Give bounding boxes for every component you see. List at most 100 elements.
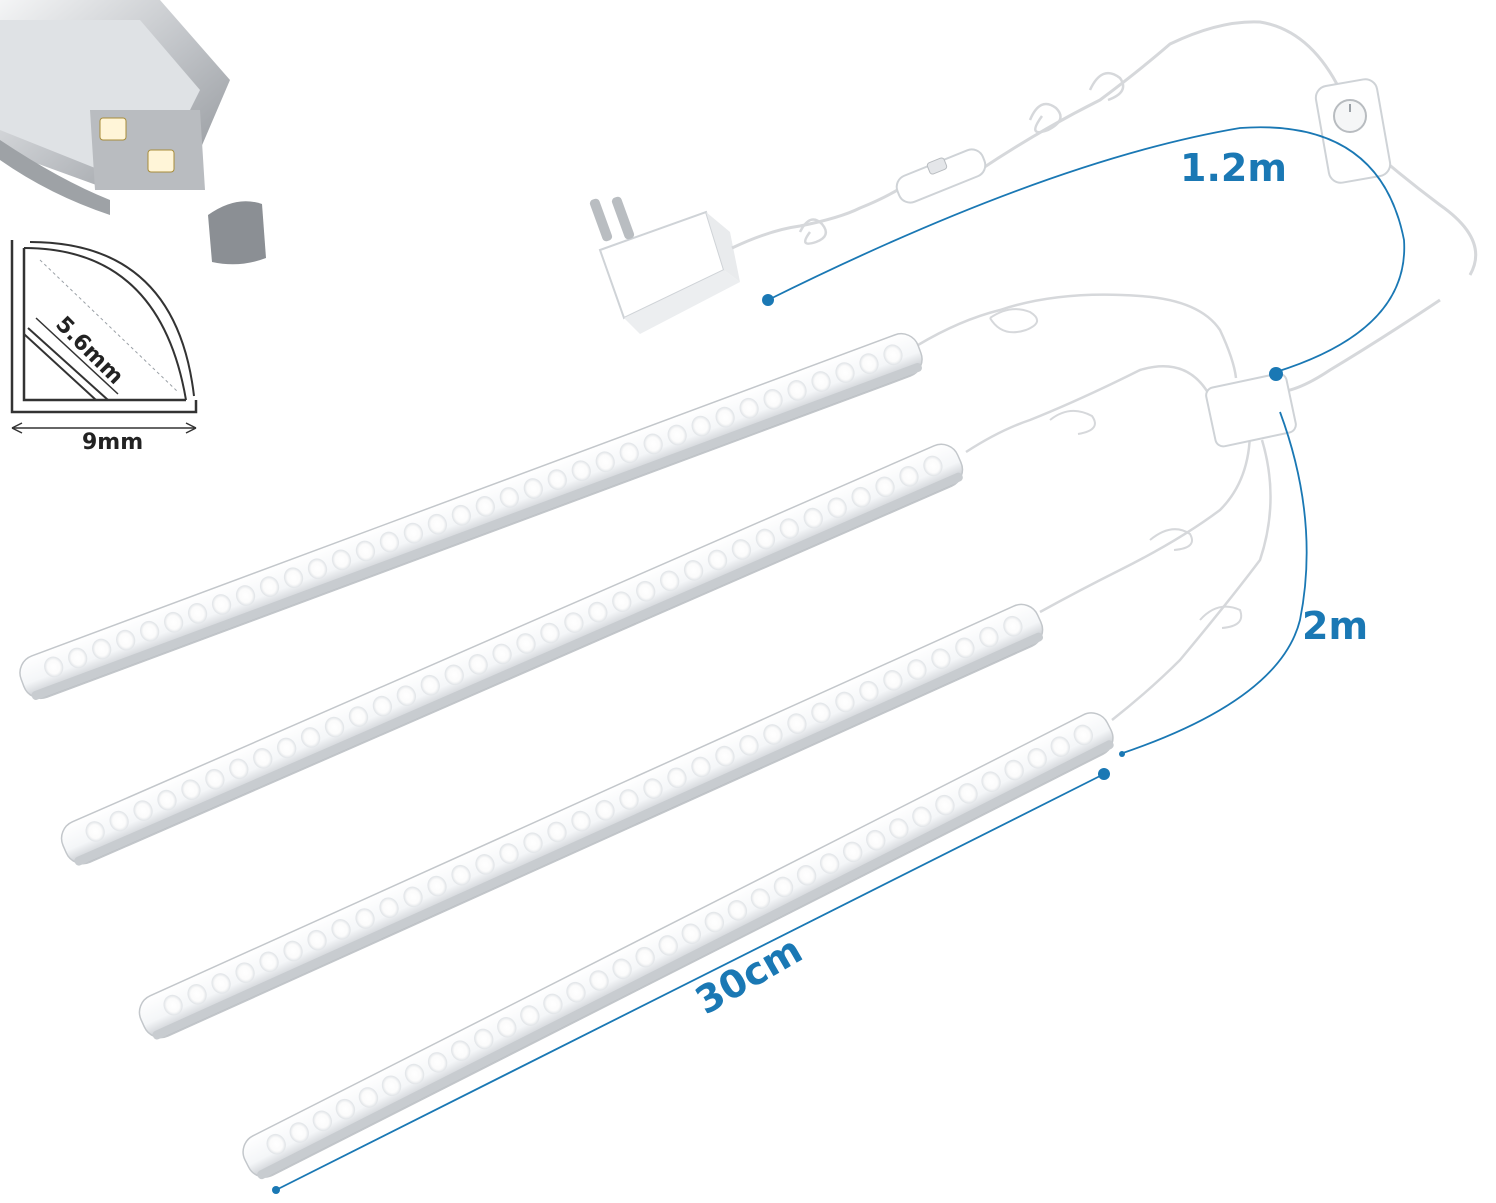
led-dot [331, 549, 352, 571]
led-dot [667, 767, 687, 789]
led-dot [981, 771, 1001, 793]
led-dot [571, 810, 591, 832]
led-dot [619, 442, 639, 464]
led-dot [1027, 748, 1047, 769]
led-dot [547, 821, 567, 843]
led-dot [715, 745, 735, 767]
led-dot [755, 528, 776, 550]
led-dot [811, 371, 831, 392]
led-dot [444, 664, 464, 686]
led-dot [731, 539, 752, 560]
led-dot [229, 758, 249, 780]
led-dot [181, 779, 201, 801]
led-dot [355, 540, 376, 562]
led-dot [187, 603, 208, 624]
led-dot [44, 656, 64, 678]
led-dot [499, 843, 519, 864]
led-dot [589, 970, 609, 991]
led-dot [763, 389, 783, 410]
led-dot [564, 612, 584, 633]
led-dot [259, 576, 280, 598]
led-dot [475, 496, 495, 517]
led-dot [85, 821, 105, 842]
dimension-lines [275, 126, 1406, 1191]
led-dot [803, 507, 823, 529]
led-dot [595, 451, 615, 473]
led-dot [266, 1133, 286, 1155]
led-dot [451, 504, 471, 526]
led-dot [643, 433, 663, 455]
led-dot [787, 380, 807, 401]
led-bar [138, 603, 1044, 1040]
led-dot [140, 620, 160, 642]
led-dot [187, 984, 207, 1005]
distribution-hub-icon [1205, 372, 1297, 448]
led-dot [474, 1028, 494, 1050]
led-dot [691, 756, 711, 778]
led-dot [348, 706, 369, 727]
led-dot [979, 626, 999, 648]
plug-adapter-icon [589, 196, 740, 334]
led-dot [116, 629, 136, 651]
led-dot [492, 643, 512, 665]
led-dot [1050, 736, 1070, 757]
led-dot [68, 647, 88, 669]
led-bar [19, 332, 923, 700]
led-bar [242, 712, 1114, 1180]
led-dot [750, 888, 771, 910]
led-dot [451, 864, 471, 886]
led-dot [566, 981, 586, 1003]
led-dot [899, 466, 919, 487]
led-dot [715, 406, 735, 428]
led-dot [707, 549, 728, 571]
led-dot [819, 853, 840, 874]
led-dot [253, 748, 273, 769]
led-dot [404, 1063, 425, 1085]
inline-switch-icon [895, 148, 987, 204]
led-dot [739, 734, 759, 756]
led-dot [379, 531, 400, 553]
led-dot [109, 810, 129, 832]
led-dot [866, 829, 886, 851]
led-dot [211, 594, 232, 615]
led-dot [883, 344, 903, 366]
led-dot [355, 908, 375, 929]
profile-width-label: 9mm [82, 430, 144, 455]
led-dot [403, 886, 423, 908]
led-dot [547, 469, 567, 491]
led-dot [889, 818, 909, 839]
led-dot [635, 946, 655, 968]
led-dot [283, 940, 303, 962]
led-dot [1004, 759, 1024, 781]
led-dot [612, 591, 632, 613]
led-dot [787, 713, 807, 735]
led-dot [796, 865, 817, 886]
led-dot [381, 1075, 402, 1097]
led-dot [235, 962, 255, 984]
led-dot [1073, 724, 1094, 746]
led-dot [403, 522, 424, 544]
led-dot [259, 951, 279, 973]
led-dot [516, 633, 536, 654]
led-dot [475, 854, 495, 875]
led-dot [427, 1052, 448, 1073]
dimension-dots [272, 294, 1283, 1194]
led-dot [659, 570, 680, 592]
profile-cross-section-icon [10, 240, 198, 434]
led-dot [163, 994, 183, 1016]
led-dot [811, 702, 831, 724]
led-dot [396, 685, 417, 707]
led-dot [683, 560, 704, 581]
led-dot [312, 1110, 333, 1132]
led-dot [540, 622, 560, 644]
led-dot [827, 497, 847, 519]
corner-profile-photo-icon [0, 0, 266, 265]
led-dot [955, 637, 975, 659]
led-dot [420, 674, 440, 696]
led-dot [763, 724, 783, 745]
led-dot [205, 768, 225, 790]
led-dot [691, 415, 711, 437]
led-dot [907, 659, 927, 680]
led-dot [595, 799, 615, 821]
